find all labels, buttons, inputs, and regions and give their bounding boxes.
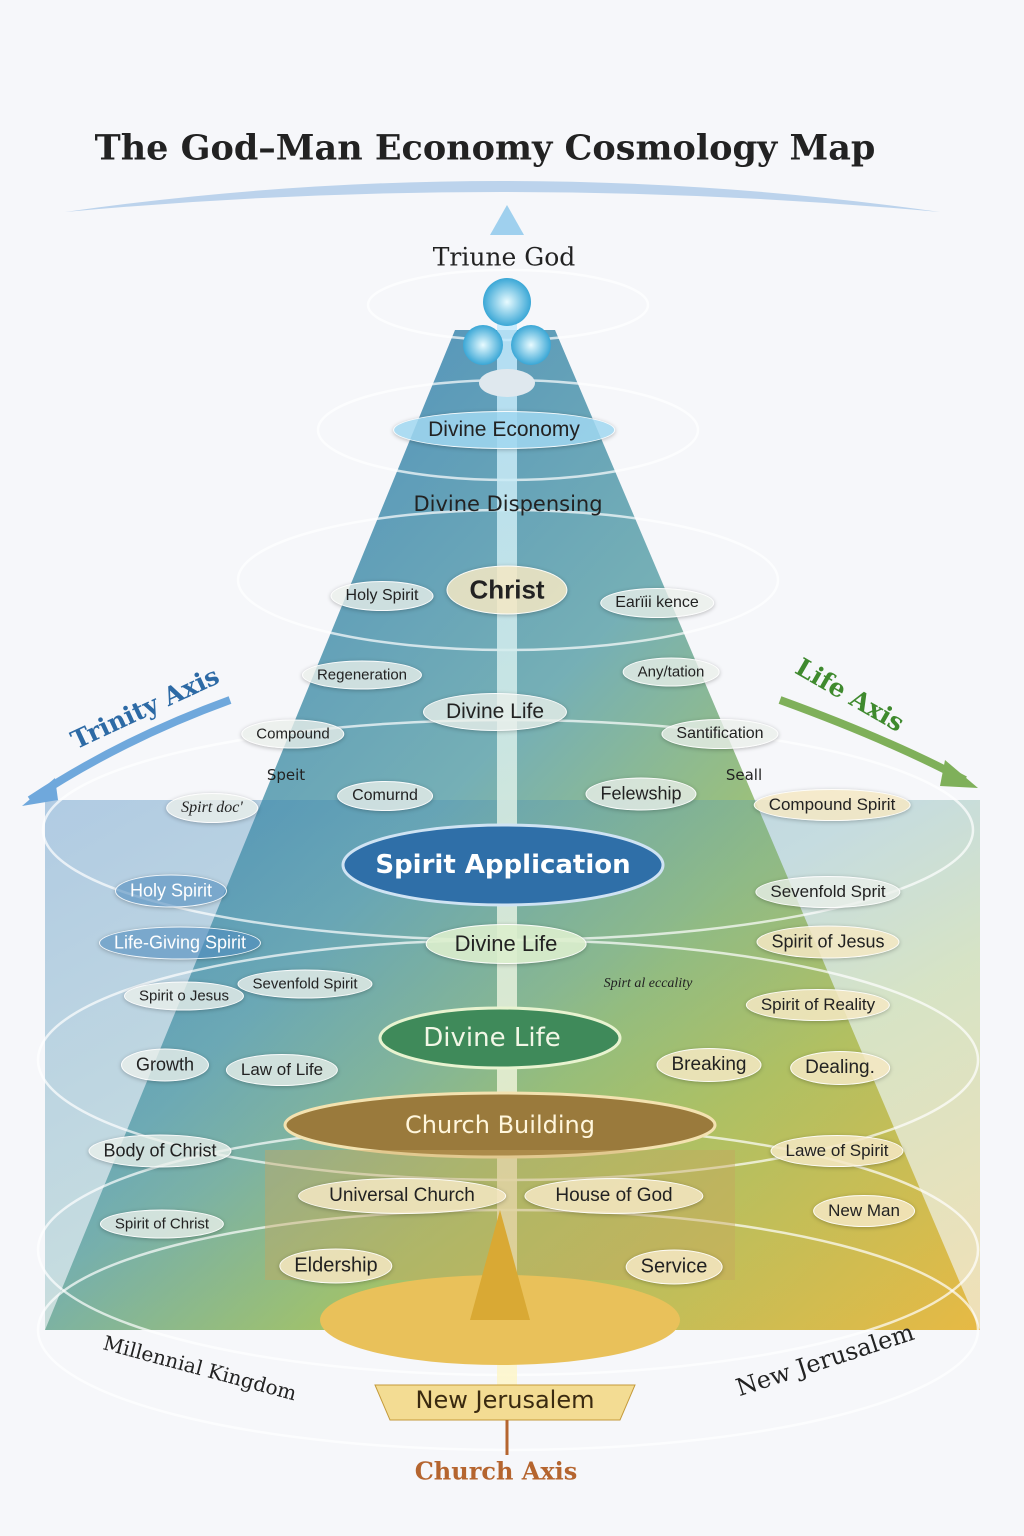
node-regeneration: Regeneration: [301, 660, 423, 690]
tier-christ: Christ: [446, 565, 568, 615]
triune-god-label: Triune God: [432, 242, 576, 272]
node-sanctification: Santification: [661, 719, 779, 749]
node-spirit-of-christ: Spirit of Christ: [99, 1209, 225, 1239]
node-service: Service: [625, 1249, 723, 1285]
tier-church-building: Church Building: [405, 1111, 595, 1139]
node-life-giving-spirit: Life-Giving Spirit: [98, 926, 262, 960]
node-new-man: New Man: [813, 1195, 915, 1227]
node-holy-spirit-lower: Holy Spirit: [114, 874, 228, 908]
page-title: The God–Man Economy Cosmology Map: [94, 127, 876, 169]
node-body-of-christ: Body of Christ: [88, 1134, 232, 1168]
node-house-of-god: House of God: [524, 1178, 704, 1214]
node-spirit-of-reality: Spirit of Reality: [745, 989, 891, 1021]
tier-divine-economy: Divine Economy: [393, 411, 615, 449]
tier-spirit-application: Spirit Application: [375, 850, 631, 880]
node-universal-church: Universal Church: [298, 1178, 506, 1214]
tier-divine-dispensing: Divine Dispensing: [413, 492, 603, 516]
node-spirit-of-jesus-right: Spirit of Jesus: [756, 925, 900, 959]
node-dealing: Dealing.: [790, 1051, 890, 1085]
node-sevenfold-sprit: Sevenfold Sprit: [755, 876, 901, 908]
node-compound: Compound: [241, 719, 345, 749]
top-arc: [65, 181, 940, 212]
node-seall: Seall: [725, 766, 763, 784]
node-law-of-spirit: Lawe of Spirit: [770, 1135, 904, 1167]
node-holy-spirit-upper: Holy Spirit: [330, 581, 434, 611]
node-experience: Earïii kence: [600, 588, 714, 618]
node-breaking: Breaking: [656, 1048, 762, 1082]
node-spiritual-reality: Spirt al eccality: [603, 976, 693, 991]
node-spirit-doc: Spirt doc': [166, 793, 258, 823]
tier-new-jerusalem: New Jerusalem: [415, 1386, 595, 1414]
tier-divine-life-mid: Divine Life: [425, 924, 587, 964]
node-fellowship: Felewship: [585, 777, 697, 811]
node-speit: Speit: [266, 766, 306, 784]
tier-divine-life-lower: Divine Life: [423, 1023, 561, 1053]
node-spirit-of-jesus-left: Spirit o Jesus: [123, 981, 245, 1011]
node-comurnd: Comurnd: [337, 781, 433, 811]
node-anointing: Any/tation: [622, 657, 720, 687]
node-eldership: Eldership: [279, 1248, 393, 1284]
node-sevenfold-spirit: Sevenfold Spirit: [237, 969, 373, 999]
tier-divine-life-upper: Divine Life: [422, 693, 568, 731]
node-compound-spirit: Compound Spirit: [753, 789, 911, 821]
node-growth: Growth: [120, 1048, 210, 1082]
node-law-of-life: Law of Life: [225, 1054, 339, 1086]
church-axis-label: Church Axis: [414, 1456, 578, 1486]
